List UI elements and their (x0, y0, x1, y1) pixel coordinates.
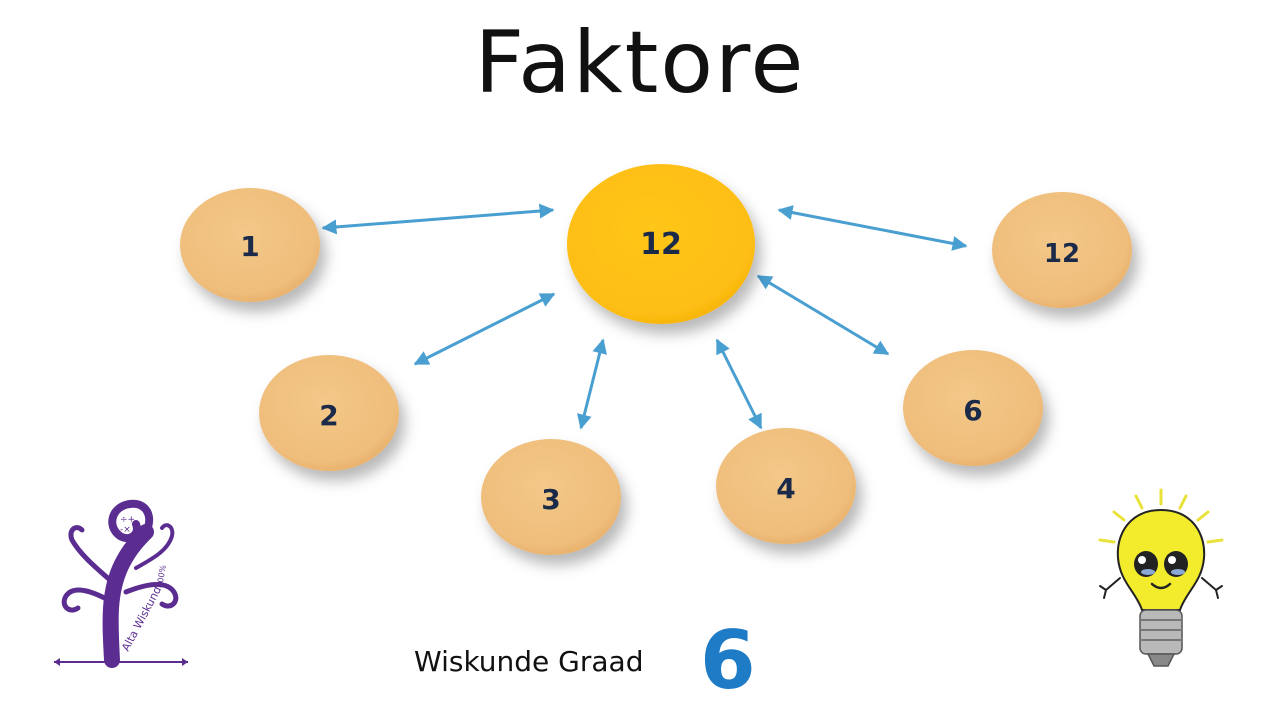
factor-node-label: 3 (541, 483, 560, 516)
lightbulb-mascot-icon (1096, 486, 1226, 672)
factor-node-6: 6 (903, 350, 1043, 466)
svg-text:100%: 100% (155, 564, 168, 588)
arrows (321, 203, 968, 430)
factor-node-label: 6 (963, 394, 982, 427)
arrow-center-2 (413, 292, 556, 366)
center-node-ellipse (567, 164, 755, 324)
tree-logo-icon: ÷+ -× Alta Wiskunde 100% (50, 492, 192, 670)
factor-node-label: 4 (776, 472, 795, 505)
svg-text:÷+: ÷+ (120, 515, 135, 525)
arrow-center-4 (715, 338, 763, 430)
factor-node-ellipse (259, 355, 399, 471)
factor-node-ellipse (180, 188, 320, 302)
factor-node-label: 2 (319, 399, 338, 432)
factor-node-12: 12 (992, 192, 1132, 308)
factor-node-ellipse (903, 350, 1043, 466)
factor-node-2: 2 (259, 355, 399, 471)
arrow-center-6 (756, 274, 890, 356)
arrow-center-3 (576, 338, 608, 430)
factor-node-ellipse (716, 428, 856, 544)
factor-node-4: 4 (716, 428, 856, 544)
factor-node-ellipse (481, 439, 621, 555)
grade-number: 6 (700, 614, 756, 707)
footer-subject: Wiskunde Graad (414, 645, 644, 678)
center-node-label: 12 (640, 227, 682, 262)
arrow-center-1 (321, 203, 555, 235)
page-title: Faktore (474, 13, 806, 113)
factor-node-3: 3 (481, 439, 621, 555)
factor-node-label: 12 (1044, 239, 1080, 269)
factor-node-1: 1 (180, 188, 320, 302)
svg-text:-×: -× (120, 525, 131, 535)
center-node: 12 (567, 164, 755, 324)
factor-node-ellipse (992, 192, 1132, 308)
factor-node-label: 1 (240, 230, 259, 263)
arrow-center-12 (777, 205, 968, 251)
